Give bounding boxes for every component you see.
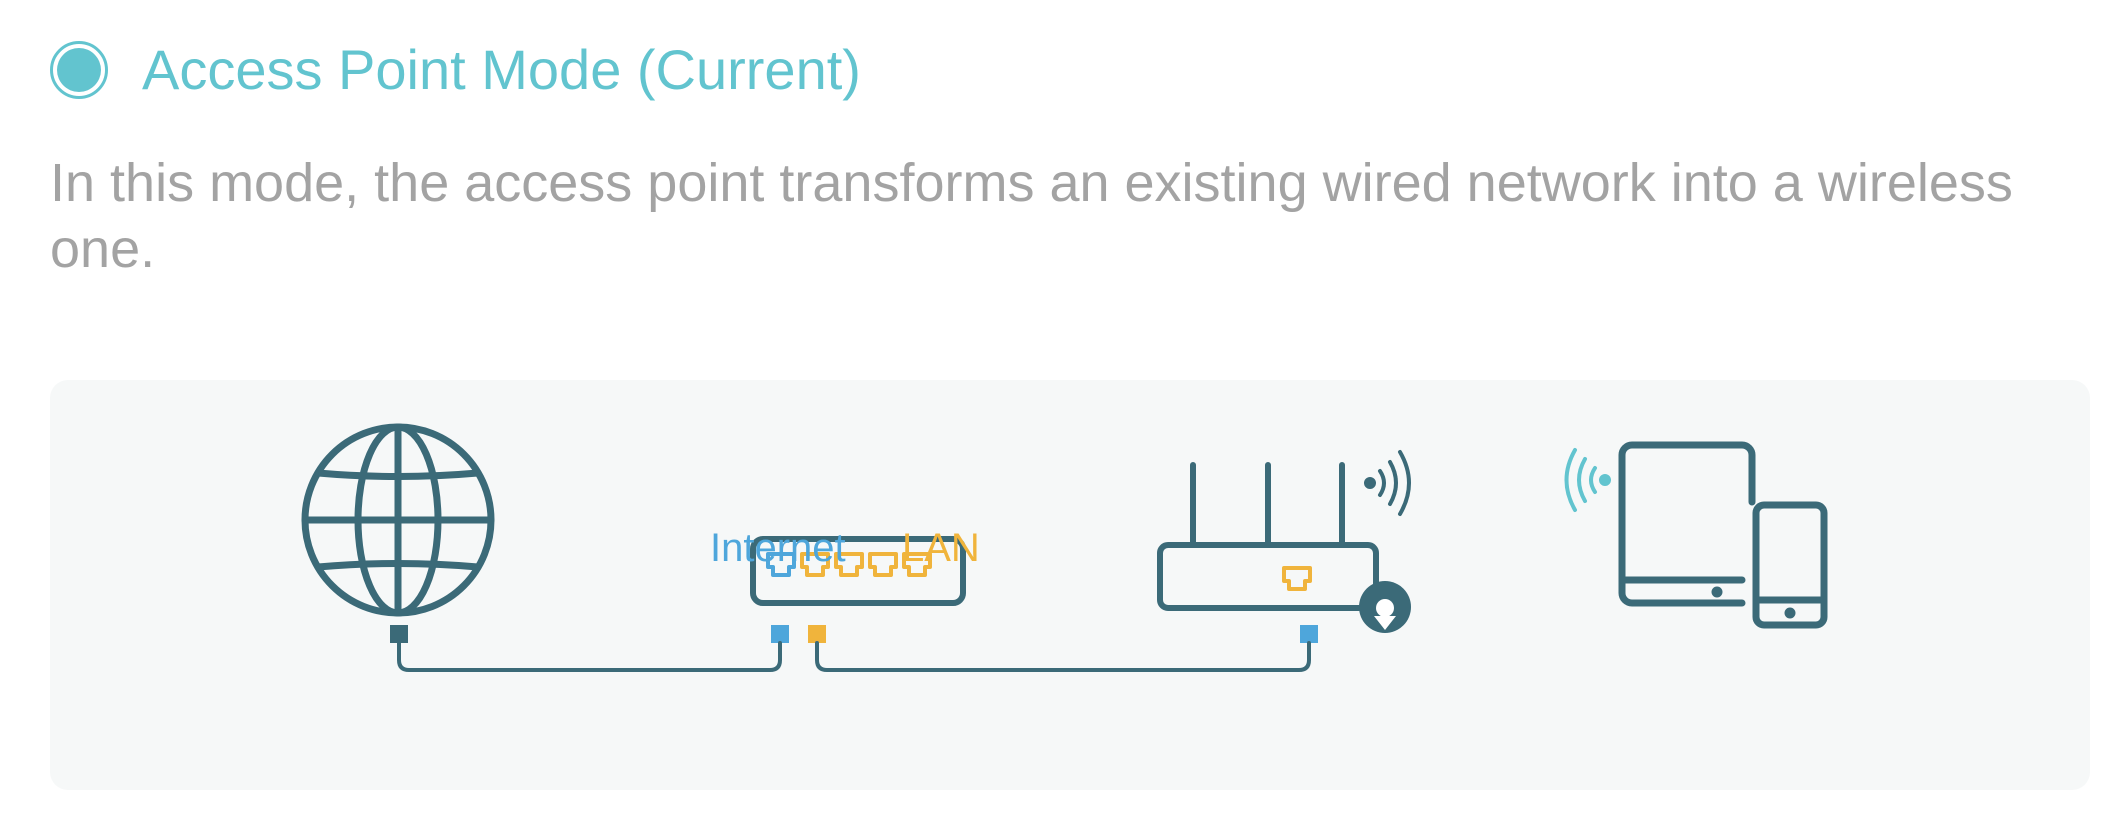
cable-globe-to-modem [397,641,782,672]
internet-port-icon [766,552,796,577]
cable-modem-to-router [815,641,1311,672]
mode-description: In this mode, the access point transform… [50,153,2013,279]
globe-port-marker [390,625,408,643]
mode-title[interactable]: Access Point Mode (Current) [142,38,861,101]
modem-internet-port-marker [771,625,789,643]
mode-option-access-point[interactable]: Access Point Mode (Current) [50,30,861,110]
wifi-signal-icon [1364,450,1411,516]
modem-lan-port-marker [808,625,826,643]
radio-button[interactable] [50,41,108,99]
lan-label: LAN [902,526,980,570]
device-wifi-signal-icon [1564,448,1611,512]
tablet-icon [1618,441,1756,607]
router-icon [1157,462,1411,633]
radio-selected-dot [57,48,101,92]
lan-ports-icon [800,552,932,577]
router-port-marker [1300,625,1318,643]
globe-icon [301,423,495,617]
modem-icon [750,536,966,606]
topology-diagram: Internet LAN [50,380,2090,790]
phone-icon [1752,501,1828,629]
internet-label: Internet [710,526,846,570]
